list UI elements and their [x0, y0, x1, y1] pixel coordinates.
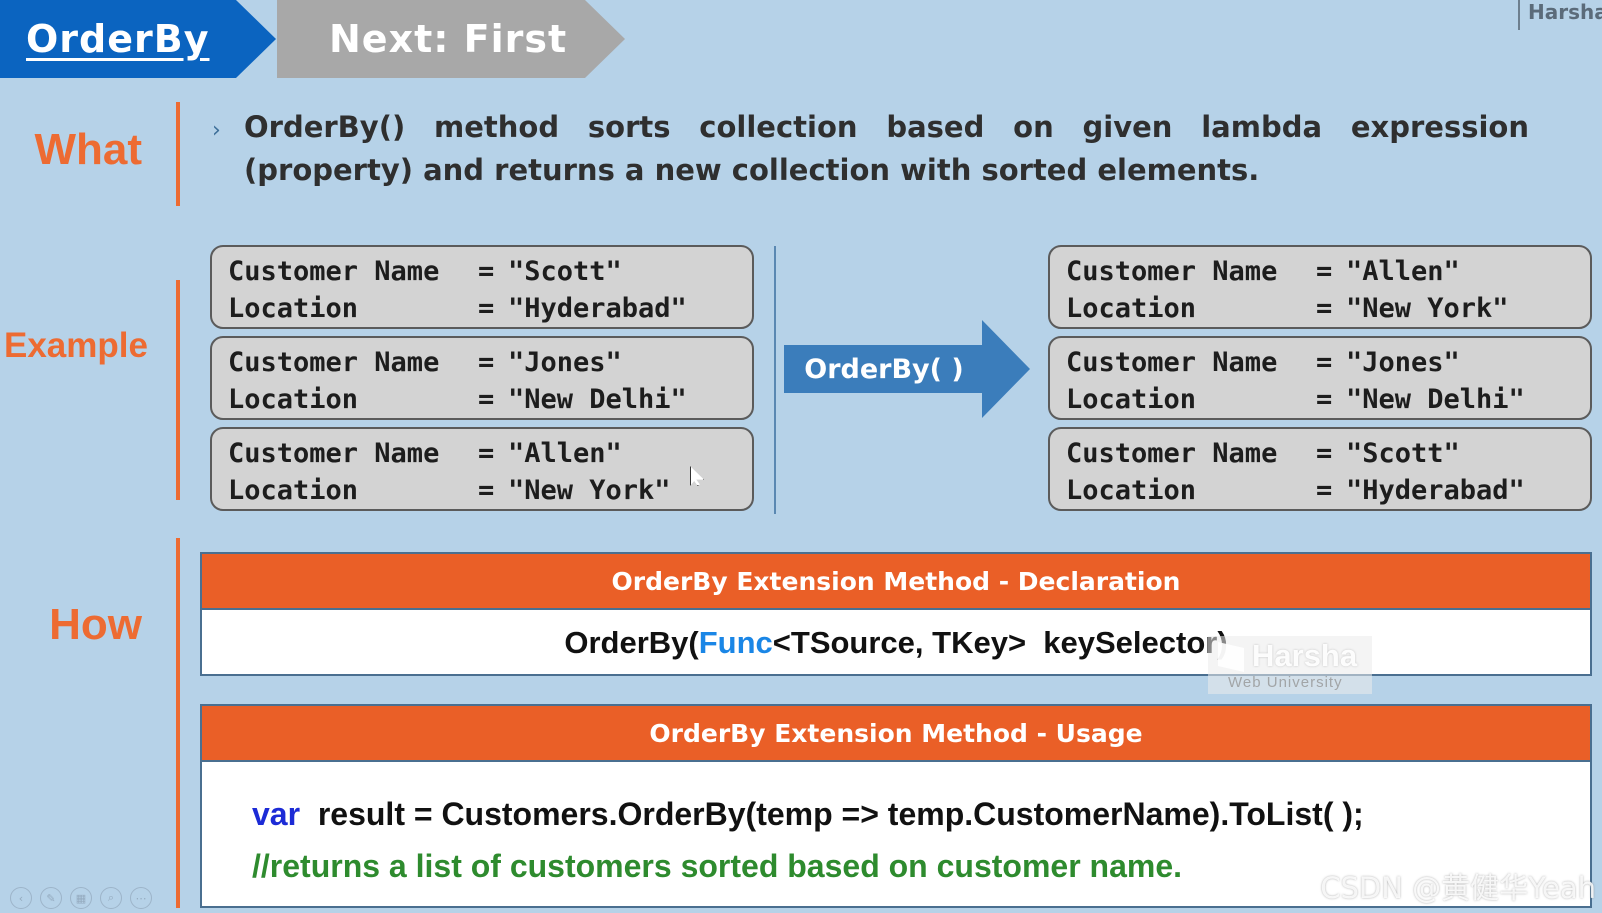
orderby-arrow-label: OrderBy( ) [804, 353, 964, 385]
section-divider-how [176, 538, 180, 908]
card-key-name: Customer Name [228, 438, 440, 469]
card-equals: = [1316, 384, 1333, 415]
card-key-location: Location [1066, 293, 1197, 324]
what-description: OrderBy() method sorts collection based … [244, 110, 1529, 187]
section-divider-example [176, 280, 180, 500]
next-topic-label: Next: First [329, 17, 568, 61]
next-topic-tab[interactable]: Next: First [277, 0, 625, 78]
card-value-location: "Hyderabad" [1346, 475, 1525, 506]
card-key-name: Customer Name [228, 347, 440, 378]
card-equals: = [478, 256, 495, 287]
pen-icon[interactable]: ✎ [40, 887, 62, 909]
section-label-what: What [34, 125, 142, 174]
card-value-name: "Allen" [508, 438, 622, 469]
customer-card-before-1: Customer Name = "Scott" Location = "Hyderaba… [210, 245, 754, 329]
declaration-code-keyword: Func [698, 625, 773, 660]
card-value-location: "New York" [508, 475, 671, 506]
card-value-name: "Allen" [1346, 256, 1460, 287]
example-divider [774, 246, 776, 514]
card-value-location: "New Delhi" [508, 384, 687, 415]
card-value-location: "New York" [1346, 293, 1509, 324]
card-equals: = [1316, 293, 1333, 324]
usage-code: var result = Customers.OrderBy(temp => t… [202, 762, 1590, 892]
card-key-location: Location [228, 475, 359, 506]
declaration-code: OrderBy(Func<TSource, TKey> keySelector) [202, 610, 1590, 676]
card-key-name: Customer Name [1066, 438, 1278, 469]
section-label-example: Example [4, 326, 148, 365]
card-equals: = [1316, 347, 1333, 378]
current-topic-tab: OrderBy [0, 0, 276, 78]
card-value-location: "Hyderabad" [508, 293, 687, 324]
usage-keyword-var: var [252, 795, 301, 832]
declaration-code-pre: OrderBy( [564, 625, 699, 660]
declaration-box: OrderBy Extension Method - Declaration O… [200, 552, 1592, 676]
declaration-header: OrderBy Extension Method - Declaration [202, 554, 1590, 610]
more-options-icon[interactable]: ⋯ [130, 887, 152, 909]
section-label-how: How [49, 600, 142, 649]
customer-card-before-3: Customer Name = "Allen" Location = "New York… [210, 427, 754, 511]
card-value-name: "Jones" [508, 347, 622, 378]
card-value-name: "Scott" [508, 256, 622, 287]
slide-controls: ‹ ✎ ▦ ⌕ ⋯ [10, 887, 152, 909]
grid-view-icon[interactable]: ▦ [70, 887, 92, 909]
card-key-location: Location [1066, 475, 1197, 506]
section-divider-what [176, 102, 180, 206]
card-key-location: Location [1066, 384, 1197, 415]
current-topic-label: OrderBy [26, 17, 210, 61]
author-tag: Harsha [1518, 0, 1602, 30]
card-key-name: Customer Name [1066, 256, 1278, 287]
card-equals: = [478, 384, 495, 415]
card-value-name: "Scott" [1346, 438, 1460, 469]
prev-slide-icon[interactable]: ‹ [10, 887, 32, 909]
customer-card-after-2: Customer Name = "Jones" Location = "New Delh… [1048, 336, 1592, 420]
card-equals: = [478, 293, 495, 324]
card-value-location: "New Delhi" [1346, 384, 1525, 415]
card-equals: = [1316, 475, 1333, 506]
watermark-subtitle: Web University [1228, 674, 1343, 691]
csdn-credit: CSDN @黄健华Yeah [1320, 871, 1596, 905]
card-equals: = [478, 438, 495, 469]
card-key-location: Location [228, 384, 359, 415]
bullet-chevron-icon: › [212, 118, 221, 143]
card-value-name: "Jones" [1346, 347, 1460, 378]
card-equals: = [1316, 256, 1333, 287]
card-equals: = [478, 347, 495, 378]
usage-code-line: var result = Customers.OrderBy(temp => t… [252, 788, 1590, 840]
customer-card-before-2: Customer Name = "Jones" Location = "New Delh… [210, 336, 754, 420]
card-key-name: Customer Name [228, 256, 440, 287]
card-equals: = [478, 475, 495, 506]
card-key-name: Customer Name [1066, 347, 1278, 378]
customer-card-after-3: Customer Name = "Scott" Location = "Hyderaba… [1048, 427, 1592, 511]
usage-header: OrderBy Extension Method - Usage [202, 706, 1590, 762]
customer-card-after-1: Customer Name = "Allen" Location = "New York… [1048, 245, 1592, 329]
zoom-icon[interactable]: ⌕ [100, 887, 122, 909]
card-equals: = [1316, 438, 1333, 469]
usage-code-statement: result = Customers.OrderBy(temp => temp.… [300, 795, 1364, 832]
usage-code-comment: //returns a list of customers sorted bas… [252, 847, 1183, 884]
declaration-code-post: <TSource, TKey> keySelector) [772, 625, 1228, 660]
usage-box: OrderBy Extension Method - Usage var res… [200, 704, 1592, 908]
card-key-location: Location [228, 293, 359, 324]
